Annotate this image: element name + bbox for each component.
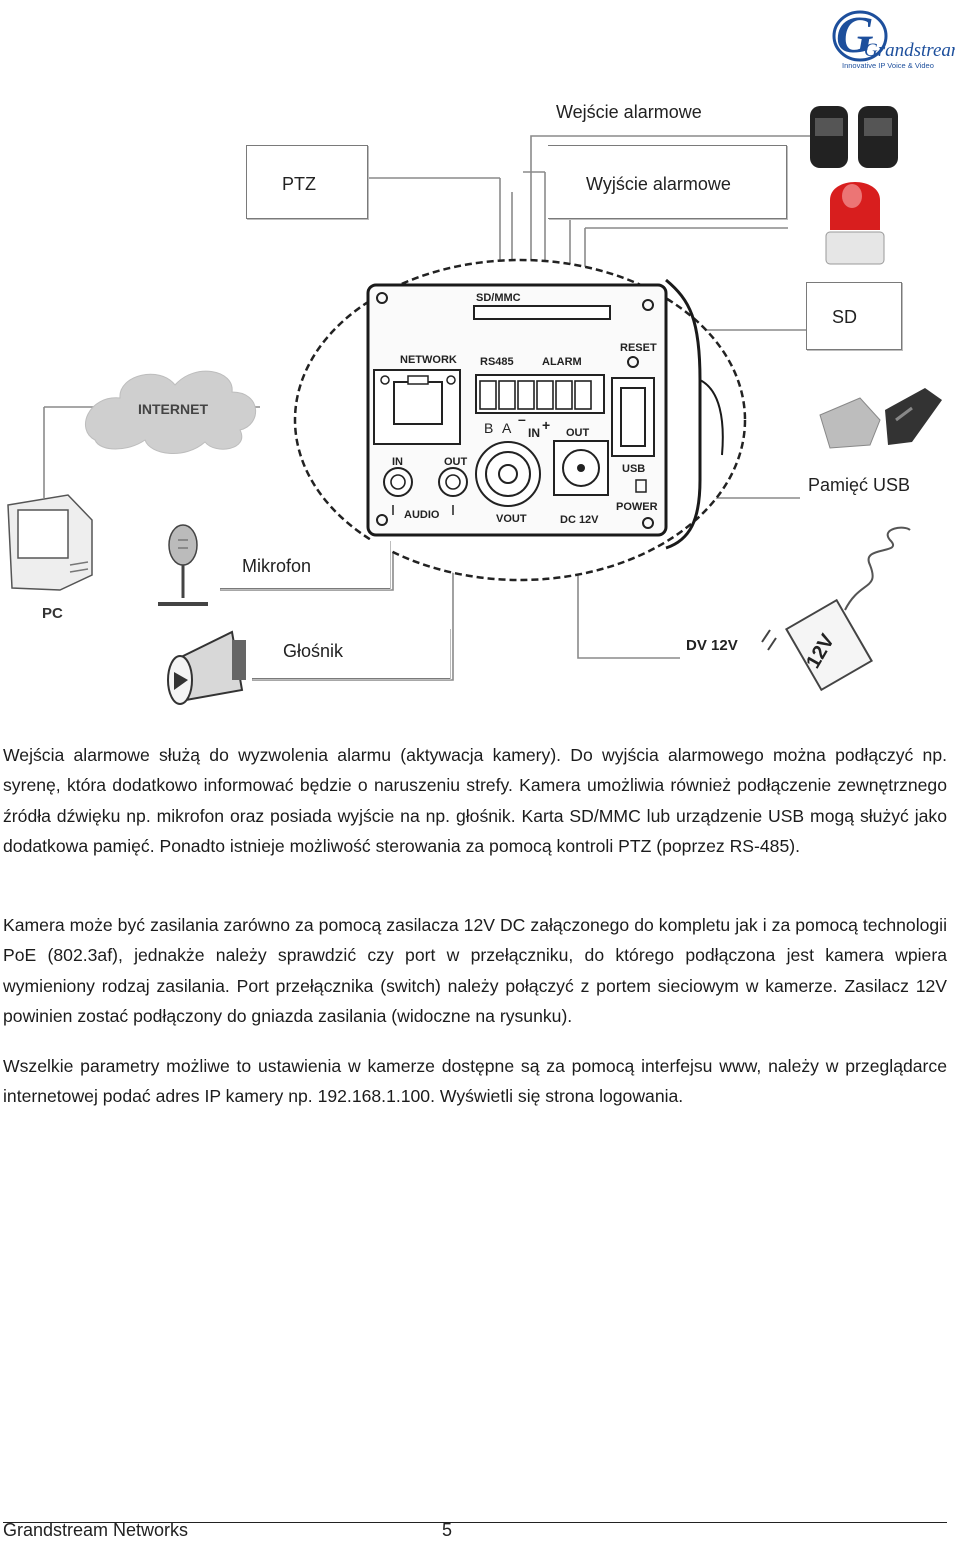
footer-company: Grandstream Networks xyxy=(3,1520,189,1540)
svg-text:A: A xyxy=(502,420,512,436)
svg-text:+: + xyxy=(542,417,550,433)
svg-text:IN: IN xyxy=(392,456,403,468)
svg-text:AUDIO: AUDIO xyxy=(404,509,440,521)
logo-tagline: Innovative IP Voice & Video xyxy=(842,61,934,70)
svg-text:NETWORK: NETWORK xyxy=(400,354,457,366)
label-alarm-input: Wejście alarmowe xyxy=(556,102,702,122)
ptz-box xyxy=(246,145,368,219)
paragraph-web-interface: Wszelkie parametry możliwe to ustawienia… xyxy=(3,1056,947,1107)
grandstream-logo: G Grandstream Innovative IP Voice & Vide… xyxy=(832,7,955,70)
label-ptz: PTZ xyxy=(282,174,316,194)
usb-drive-icon xyxy=(819,388,942,449)
logo-wordmark: Grandstream xyxy=(864,40,955,61)
paragraph-power-info: Kamera może być zasilania zarówno za pom… xyxy=(3,915,947,1027)
pc-icon xyxy=(7,494,93,591)
label-alarm-output: Wyjście alarmowe xyxy=(586,174,731,194)
speaker-icon xyxy=(167,630,246,705)
speaker-box xyxy=(252,628,450,679)
label-usb-memory: Pamięć USB xyxy=(808,475,911,495)
alarm-output-box xyxy=(548,145,787,219)
svg-text:G: G xyxy=(836,7,874,64)
svg-text:IN: IN xyxy=(528,426,540,440)
svg-text:RS485: RS485 xyxy=(480,356,514,368)
power-adapter-icon: 12V xyxy=(761,526,911,692)
internet-cloud-icon xyxy=(85,370,256,455)
label-speaker: Głośnik xyxy=(283,641,344,661)
svg-text:INTERNET: INTERNET xyxy=(138,401,208,417)
alarm-sensor-icon xyxy=(810,106,898,168)
siren-icon xyxy=(825,182,885,265)
label-sd: SD xyxy=(832,307,858,327)
paragraph-alarm-info: Wejścia alarmowe służą do wyzwolenia ala… xyxy=(3,745,947,857)
sd-box xyxy=(806,282,902,350)
microphone-box xyxy=(220,540,390,589)
svg-text:POWER: POWER xyxy=(616,501,658,513)
svg-text:DV 12V: DV 12V xyxy=(686,637,738,654)
connection-diagram: SD/MMC NETWORK RS485 ALARM B A IN – + OU… xyxy=(7,106,942,705)
svg-text:SD/MMC: SD/MMC xyxy=(476,292,521,304)
footer-rule xyxy=(3,1522,947,1523)
label-microphone: Mikrofon xyxy=(242,556,312,576)
svg-text:OUT: OUT xyxy=(566,427,590,439)
svg-text:DC 12V: DC 12V xyxy=(560,514,599,526)
svg-text:RESET: RESET xyxy=(620,342,657,354)
svg-text:USB: USB xyxy=(622,463,645,475)
svg-text:VOUT: VOUT xyxy=(496,513,527,525)
svg-text:OUT: OUT xyxy=(444,456,468,468)
svg-text:B: B xyxy=(484,420,493,436)
svg-text:ALARM: ALARM xyxy=(542,356,582,368)
svg-text:–: – xyxy=(518,411,526,427)
svg-text:PC: PC xyxy=(42,605,63,622)
page-number: 5 xyxy=(442,1520,453,1540)
microphone-icon xyxy=(158,524,208,606)
